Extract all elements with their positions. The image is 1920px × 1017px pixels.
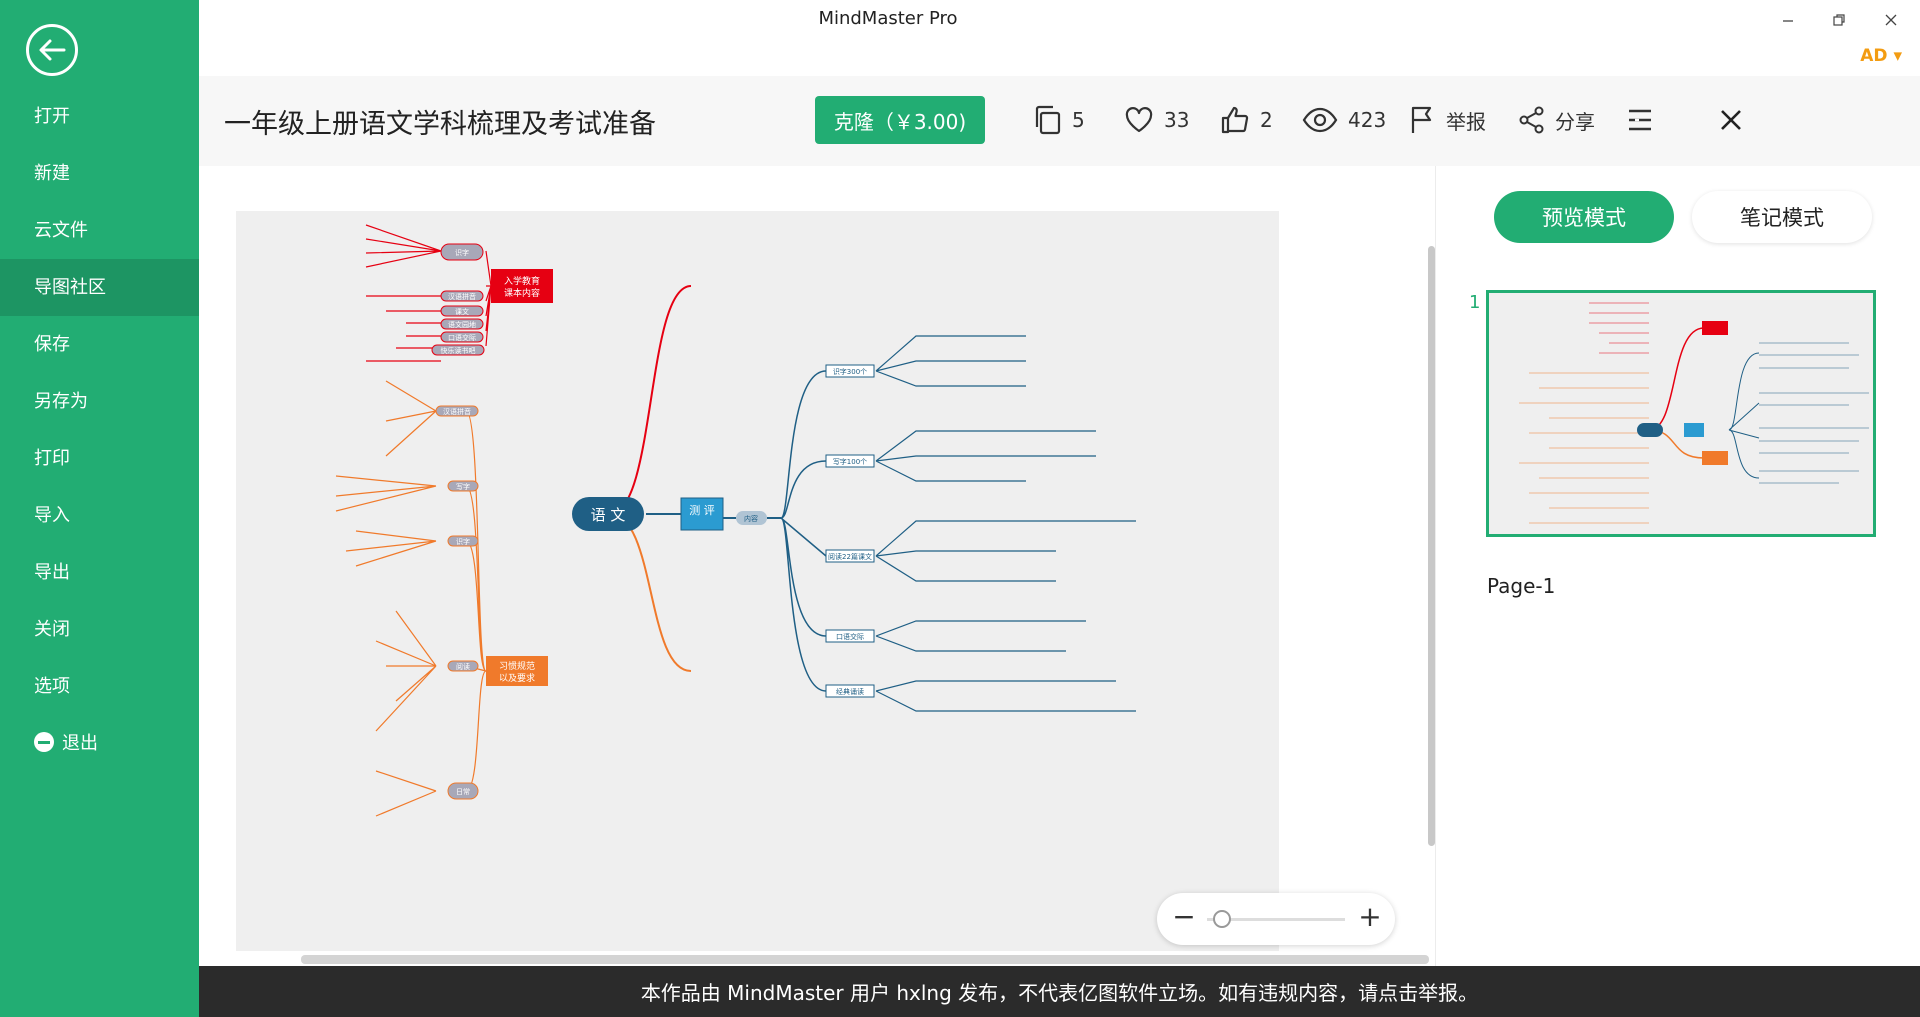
svg-text:以及要求: 以及要求 (499, 672, 535, 684)
sidebar-item-exit[interactable]: 退出 (0, 715, 199, 772)
upper-subtopic-2: 汉语拼音 (448, 292, 476, 301)
horizontal-scrollbar[interactable] (301, 955, 1429, 964)
lower-subtopic-3: 识字 (456, 537, 470, 546)
page-thumbnail[interactable] (1486, 290, 1876, 537)
right-sub-node: 内容 (744, 514, 758, 523)
user-account-badge[interactable]: AD ▾ (1860, 46, 1902, 66)
right-topic-node: 测 评 (689, 504, 715, 517)
back-button[interactable] (26, 24, 78, 76)
pages-count: 5 (1072, 108, 1085, 132)
share-icon (1519, 106, 1544, 134)
document-title: 一年级上册语文学科梳理及考试准备 (224, 109, 656, 140)
sidebar-item-community[interactable]: 导图社区 (0, 259, 199, 316)
sidebar-item-save[interactable]: 保存 (34, 334, 70, 355)
upper-subtopic-4: 语文园地 (448, 320, 476, 329)
right-branch-4: 口语交际 (836, 632, 864, 641)
views-count: 423 (1348, 108, 1387, 132)
thumbs-up-icon (1221, 106, 1249, 134)
zoom-control: − + (1157, 893, 1395, 945)
right-panel: 预览模式 笔记模式 1 Pa (1435, 166, 1920, 966)
sidebar: 打开 新建 云文件 导图社区 保存 另存为 打印 导入 导出 关闭 选项 退出 (0, 0, 199, 1017)
title-bar: MindMaster Pro (199, 0, 1920, 40)
views-stat: 423 (1302, 102, 1386, 138)
left-upper-node: 入学教育 (504, 275, 540, 287)
upper-subtopic-6: 快乐读书吧 (441, 346, 476, 355)
clone-button[interactable]: 克隆（￥3.00) (815, 96, 985, 144)
sidebar-item-close[interactable]: 关闭 (34, 619, 70, 640)
sidebar-item-print[interactable]: 打印 (34, 448, 70, 469)
eye-icon (1302, 107, 1338, 133)
thumbs-up-stat[interactable]: 2 (1220, 102, 1273, 138)
right-branch-3: 阅读22篇课文 (828, 552, 872, 561)
likes-count: 33 (1164, 108, 1190, 132)
upper-subtopic-5: 口语交际 (448, 333, 476, 342)
close-document-button[interactable] (1719, 102, 1753, 138)
exit-icon (34, 732, 54, 752)
right-branch-1: 识字300个 (833, 367, 867, 376)
upper-subtopic-1: 识字 (455, 248, 469, 257)
heart-icon (1125, 107, 1153, 133)
notes-mode-button[interactable]: 笔记模式 (1692, 191, 1872, 243)
footer-notice[interactable]: 本作品由 MindMaster 用户 hxlng 发布，不代表亿图软件立场。如有… (199, 966, 1920, 1017)
zoom-in-button[interactable]: + (1358, 900, 1382, 933)
right-branch-5: 经典诵读 (836, 687, 864, 696)
sidebar-item-export[interactable]: 导出 (34, 562, 70, 583)
close-icon (1721, 110, 1741, 130)
restore-button[interactable] (1825, 6, 1853, 34)
flag-icon (1411, 106, 1432, 133)
minimize-button[interactable] (1774, 6, 1802, 34)
thumbs-count: 2 (1260, 108, 1273, 132)
app-title: MindMaster Pro (818, 8, 958, 29)
page-number: 1 (1469, 292, 1481, 313)
sidebar-item-import[interactable]: 导入 (34, 505, 70, 526)
sidebar-item-open[interactable]: 打开 (34, 106, 70, 127)
arrow-left-icon (39, 39, 66, 61)
menu-button[interactable] (1627, 102, 1663, 138)
close-icon (1885, 14, 1897, 26)
restore-icon (1833, 14, 1845, 26)
lower-subtopic-4: 阅读 (456, 662, 470, 671)
sidebar-item-save-as[interactable]: 另存为 (34, 391, 88, 412)
zoom-slider-handle[interactable] (1213, 910, 1231, 928)
favorite-stat[interactable]: 33 (1124, 102, 1189, 138)
pages-stat[interactable]: 5 (1034, 102, 1085, 138)
share-label: 分享 (1555, 109, 1595, 134)
minimize-icon (1783, 20, 1793, 22)
left-lower-node: 习惯规范 (499, 660, 535, 672)
svg-text:课本内容: 课本内容 (504, 287, 540, 299)
vertical-scrollbar[interactable] (1428, 246, 1435, 846)
zoom-slider-track[interactable] (1207, 918, 1345, 921)
share-button[interactable]: 分享 (1519, 102, 1595, 138)
lower-subtopic-1: 汉语拼音 (443, 407, 471, 416)
sidebar-item-new[interactable]: 新建 (34, 163, 70, 184)
center-node: 语 文 (591, 506, 626, 524)
report-button[interactable]: 举报 (1410, 102, 1486, 138)
sidebar-item-cloud-files[interactable]: 云文件 (34, 220, 88, 241)
mindmap-diagram: 语 文 测 评 内容 入学教育 课本内容 习惯规范 以及要求 识字300个 写字… (335, 224, 1136, 817)
copy-icon (1035, 105, 1061, 135)
mindmap-canvas-area[interactable]: 语 文 测 评 内容 入学教育 课本内容 习惯规范 以及要求 识字300个 写字… (199, 166, 1435, 966)
menu-icon (1629, 109, 1651, 131)
sidebar-item-options[interactable]: 选项 (34, 676, 70, 697)
sidebar-menu: 打开 新建 云文件 导图社区 保存 另存为 打印 导入 导出 关闭 选项 退出 (0, 88, 199, 772)
page-label: Page-1 (1487, 574, 1556, 598)
report-label: 举报 (1446, 109, 1486, 134)
preview-mode-button[interactable]: 预览模式 (1494, 191, 1674, 243)
mindmap-preview[interactable]: 语 文 测 评 内容 入学教育 课本内容 习惯规范 以及要求 识字300个 写字… (236, 211, 1279, 951)
lower-subtopic-5: 日常 (456, 787, 470, 796)
document-header: 一年级上册语文学科梳理及考试准备 克隆（￥3.00) 5 33 2 423 举报… (199, 76, 1920, 166)
window-close-button[interactable] (1877, 6, 1905, 34)
zoom-out-button[interactable]: − (1172, 900, 1196, 933)
upper-subtopic-3: 课文 (455, 307, 469, 316)
right-branch-2: 写字100个 (833, 457, 867, 466)
lower-subtopic-2: 写字 (456, 482, 470, 491)
thumbnail-image (1519, 302, 1869, 524)
